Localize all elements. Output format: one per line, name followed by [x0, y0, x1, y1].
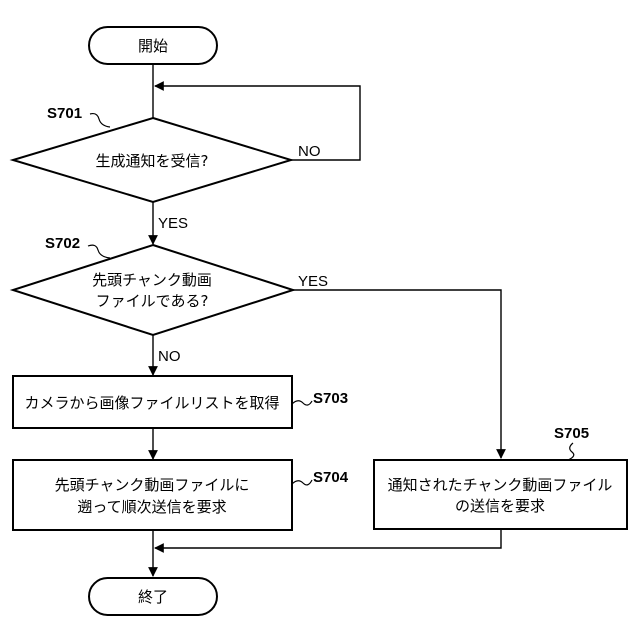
step-leader-s704	[292, 480, 312, 485]
process-s705-line1: 通知されたチャンク動画ファイル	[388, 476, 613, 494]
step-id-s705: S705	[554, 425, 589, 442]
decision-s702-line2: ファイルである?	[96, 292, 209, 310]
step-leader-s705	[568, 443, 574, 460]
step-leader-s701	[90, 114, 110, 127]
step-id-s701: S701	[47, 105, 82, 122]
process-s704-line1: 先頭チャンク動画ファイルに	[55, 476, 250, 494]
start-label: 開始	[138, 37, 168, 55]
label-s701-yes: YES	[158, 215, 188, 232]
label-s702-yes: YES	[298, 273, 328, 290]
process-s704-line2: 遡って順次送信を要求	[77, 498, 226, 516]
decision-s702	[13, 245, 293, 335]
process-s705-line2: の送信を要求	[455, 497, 545, 515]
process-s705	[374, 460, 627, 529]
label-s701-no: NO	[298, 143, 321, 160]
connector-s705-to-end	[155, 529, 501, 548]
connector-s702-yes	[293, 290, 501, 458]
step-leader-s703	[292, 401, 312, 405]
decision-s701-text: 生成通知を受信?	[96, 152, 209, 170]
step-id-s704: S704	[313, 469, 349, 486]
process-s704	[13, 460, 292, 530]
label-s702-no: NO	[158, 348, 181, 365]
process-s703-text: カメラから画像ファイルリストを取得	[24, 394, 279, 412]
step-id-s703: S703	[313, 390, 348, 407]
decision-s702-line1: 先頭チャンク動画	[92, 271, 212, 289]
end-label: 終了	[138, 588, 168, 606]
step-leader-s702	[88, 245, 110, 258]
step-id-s702: S702	[45, 235, 80, 252]
